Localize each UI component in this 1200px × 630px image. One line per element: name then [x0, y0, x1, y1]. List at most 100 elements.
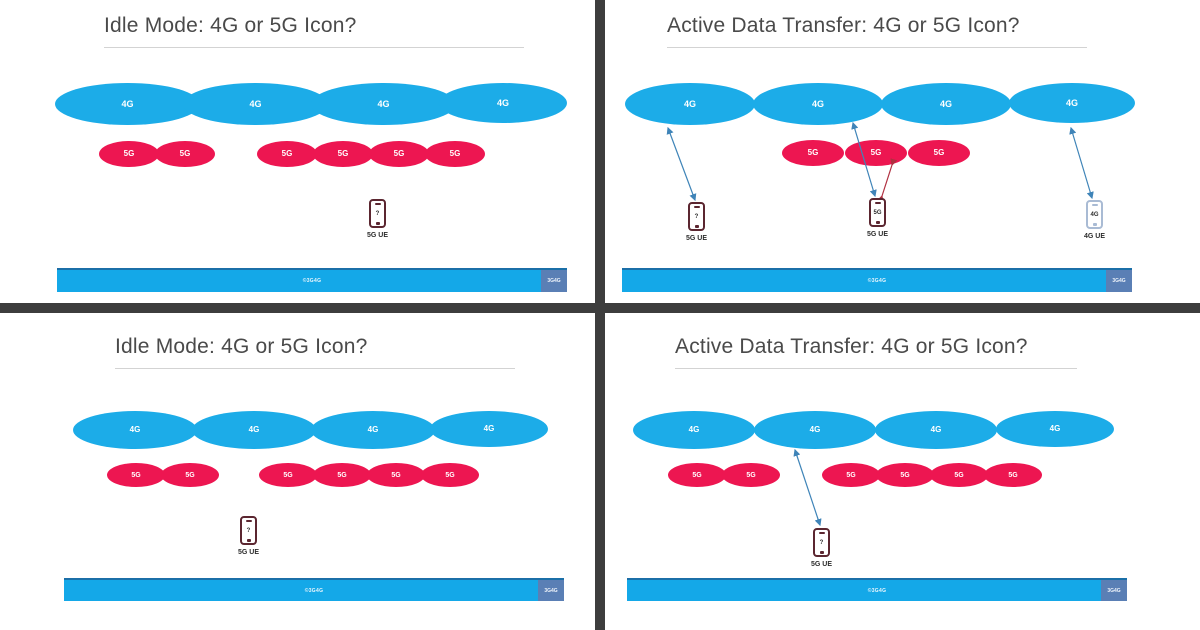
cell-label: 5G	[283, 471, 293, 479]
phone-icon: ?	[813, 528, 830, 557]
cell-5g: 5G	[930, 463, 988, 487]
footer-badge: 3G4G	[538, 580, 564, 601]
cell-5g: 5G	[155, 141, 215, 167]
cell-5g: 5G	[107, 463, 165, 487]
cell-5g: 5G	[313, 141, 373, 167]
cell-4g: 4G	[430, 411, 548, 447]
cell-4g: 4G	[183, 83, 328, 125]
cell-label: 4G	[249, 98, 262, 109]
footer-text: ©3G4G	[302, 278, 322, 284]
title-underline	[115, 368, 515, 369]
cell-5g: 5G	[782, 140, 844, 166]
cell-label: 5G	[807, 148, 819, 157]
footer-text: ©3G4G	[304, 587, 324, 594]
device-label: 5G UE	[867, 231, 889, 238]
cell-label: 5G	[900, 471, 910, 479]
cell-4g: 4G	[439, 83, 567, 123]
cell-label: 5G	[746, 471, 756, 479]
cell-4g: 4G	[192, 411, 316, 449]
cell-5g: 5G	[259, 463, 317, 487]
cell-label: 5G	[123, 149, 135, 158]
phone-screen-label: ?	[246, 527, 251, 534]
cell-label: 5G	[449, 149, 461, 158]
cell-label: 4G	[483, 424, 495, 433]
cell-label: 4G	[688, 425, 700, 434]
cell-4g: 4G	[754, 411, 876, 449]
cell-5g: 5G	[367, 463, 425, 487]
cell-5g: 5G	[845, 140, 907, 166]
cell-label: 4G	[1049, 424, 1061, 433]
footer-badge: 3G4G	[1106, 270, 1132, 292]
cell-4g: 4G	[625, 83, 755, 125]
device-label: 5G UE	[686, 235, 708, 242]
cell-5g: 5G	[722, 463, 780, 487]
cell-label: 5G	[445, 471, 455, 479]
phone-icon: 4G	[1086, 200, 1103, 229]
title-underline	[675, 368, 1077, 369]
cell-5g: 5G	[161, 463, 219, 487]
cell-label: 5G	[337, 149, 349, 158]
cell-label: 5G	[692, 471, 702, 479]
cell-4g: 4G	[55, 83, 200, 125]
cell-label: 4G	[811, 98, 824, 109]
phone-icon: ?	[369, 199, 386, 228]
footer-badge: 3G4G	[541, 270, 567, 292]
title-underline	[104, 47, 524, 48]
cell-label: 5G	[337, 471, 347, 479]
phone-screen-label: ?	[819, 539, 824, 546]
device-5g-ue: ? 5G UE	[238, 516, 259, 556]
cell-label: 4G	[1065, 97, 1078, 108]
cell-label: 4G	[248, 425, 260, 434]
slide-top-left: Idle Mode: 4G or 5G Icon? 4G 4G 4G 4G 5G…	[0, 0, 595, 303]
cell-5g: 5G	[984, 463, 1042, 487]
cell-4g: 4G	[996, 411, 1114, 447]
cell-5g: 5G	[369, 141, 429, 167]
slide-bottom-right: Active Data Transfer: 4G or 5G Icon? 4G …	[605, 313, 1200, 630]
cell-5g: 5G	[99, 141, 159, 167]
cell-4g: 4G	[881, 83, 1011, 125]
title-underline	[667, 47, 1087, 48]
page-title: Active Data Transfer: 4G or 5G Icon?	[675, 335, 1028, 358]
cell-label: 5G	[185, 471, 195, 479]
cell-4g: 4G	[875, 411, 997, 449]
cell-label: 4G	[121, 98, 134, 109]
cell-4g: 4G	[311, 83, 456, 125]
device-5g-ue: ? 5G UE	[686, 202, 707, 242]
cell-label: 4G	[930, 425, 942, 434]
device-5g-ue: ? 5G UE	[367, 199, 388, 239]
cell-label: 5G	[933, 148, 945, 157]
page-title: Idle Mode: 4G or 5G Icon?	[115, 335, 368, 358]
arrow-4g-to-5gue	[793, 448, 822, 527]
phone-screen-label: 5G	[873, 209, 882, 216]
cell-4g: 4G	[1009, 83, 1135, 123]
page-title: Active Data Transfer: 4G or 5G Icon?	[667, 14, 1020, 37]
cell-4g: 4G	[633, 411, 755, 449]
device-5g-ue: 5G 5G UE	[867, 198, 888, 238]
cell-5g: 5G	[876, 463, 934, 487]
cell-4g: 4G	[753, 83, 883, 125]
cell-label: 5G	[1008, 471, 1018, 479]
cell-label: 5G	[281, 149, 293, 158]
footer-text: ©3G4G	[867, 278, 887, 284]
footer-bar: ©3G4G 3G4G	[64, 578, 564, 601]
page-title: Idle Mode: 4G or 5G Icon?	[104, 14, 357, 37]
cell-label: 4G	[809, 425, 821, 434]
cell-4g: 4G	[311, 411, 435, 449]
arrow-5g-to-5gue-mid	[876, 158, 898, 203]
cell-4g: 4G	[73, 411, 197, 449]
cell-5g: 5G	[908, 140, 970, 166]
cell-label: 4G	[496, 97, 509, 108]
cell-label: 5G	[391, 471, 401, 479]
arrow-4g-to-5gue-left	[666, 126, 697, 202]
slide-bottom-left: Idle Mode: 4G or 5G Icon? 4G 4G 4G 4G 5G…	[0, 313, 595, 630]
device-label: 5G UE	[367, 232, 389, 239]
arrow-4g-to-4gue-right	[1069, 126, 1094, 200]
cell-5g: 5G	[822, 463, 880, 487]
cell-5g: 5G	[421, 463, 479, 487]
cell-label: 5G	[846, 471, 856, 479]
cell-5g: 5G	[313, 463, 371, 487]
footer-badge: 3G4G	[1101, 580, 1127, 601]
cell-label: 4G	[367, 425, 379, 434]
cell-label: 4G	[683, 98, 696, 109]
